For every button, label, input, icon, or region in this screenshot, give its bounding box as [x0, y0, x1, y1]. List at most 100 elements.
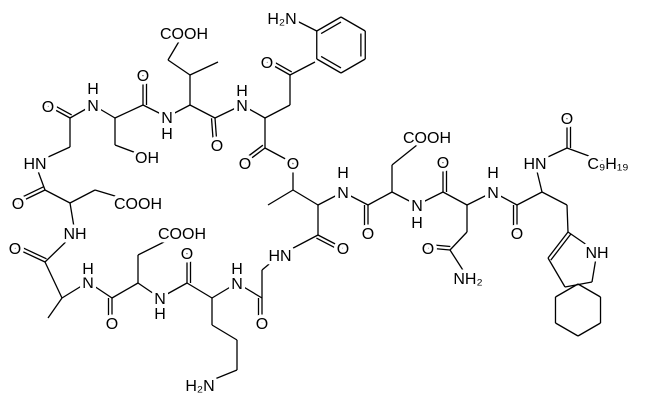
bond	[547, 257, 566, 288]
atom-label: H	[487, 165, 499, 182]
carbonyl-bond	[210, 118, 215, 146]
atom-label: N	[87, 98, 99, 115]
bond	[189, 61, 219, 76]
atom-label: H	[154, 306, 166, 323]
atom-label: HN	[23, 156, 46, 173]
bond	[211, 324, 238, 341]
bond	[137, 232, 183, 256]
atom-label: HN	[268, 248, 291, 265]
indole-bond	[550, 233, 572, 261]
benzene-bond	[316, 16, 342, 32]
atom-label: O	[261, 55, 273, 72]
bond	[541, 191, 568, 206]
indole-benzo-bond	[577, 283, 601, 298]
atom-label: HN	[523, 156, 546, 173]
benzene-inner-bond	[320, 21, 342, 35]
atom-label: O	[106, 316, 118, 333]
atom-label: COOH	[158, 226, 206, 243]
carbonyl-bond	[47, 105, 71, 119]
atom-label: N	[337, 185, 349, 202]
bond	[69, 104, 94, 119]
atom-label: H	[411, 215, 423, 232]
bond	[261, 254, 281, 271]
bond	[159, 282, 188, 299]
atom-label: OH	[135, 150, 159, 167]
bond	[566, 204, 569, 233]
carbonyl-bond	[428, 243, 451, 248]
indole-bond	[547, 231, 569, 259]
bond	[166, 104, 191, 118]
bond	[44, 189, 71, 204]
bond	[47, 297, 63, 319]
atom-label: NH	[585, 245, 608, 262]
atom-label: H₂N	[185, 378, 214, 395]
bond	[94, 189, 139, 204]
bond	[111, 282, 139, 299]
atom-label: H	[337, 165, 349, 182]
indole-benzo-bond	[577, 322, 601, 337]
atom-label: H	[231, 261, 243, 278]
bond	[416, 191, 444, 206]
atom-label: N	[411, 198, 423, 215]
bond	[34, 162, 46, 191]
carbonyl-bond	[14, 247, 46, 263]
carbonyl-bond	[266, 61, 291, 76]
atom-label: NH	[63, 226, 86, 243]
atom-label: H₂N	[267, 11, 296, 28]
bond	[211, 282, 238, 299]
indole-benzo-bond	[555, 322, 579, 337]
atom-label: O	[211, 138, 223, 155]
bond	[342, 191, 369, 206]
bond	[367, 191, 393, 206]
carbonyl-bond	[16, 244, 47, 260]
bond	[591, 251, 598, 283]
atom-label: O	[422, 241, 434, 258]
bond	[442, 191, 468, 206]
bond	[199, 369, 238, 386]
atom-label: N	[236, 98, 248, 115]
carbonyl-bond	[16, 186, 44, 201]
carbonyl-bond	[242, 144, 264, 161]
benzene-bond	[340, 58, 366, 74]
carbonyl-bond	[17, 189, 46, 204]
bond	[292, 189, 319, 206]
carbonyl-bond	[427, 247, 451, 251]
atom-label: O	[137, 68, 149, 85]
atom-label: O	[287, 156, 299, 173]
bond	[391, 191, 418, 206]
atom-label: H	[161, 126, 173, 143]
bond	[34, 146, 71, 164]
benzene-inner-bond	[320, 55, 342, 69]
bond	[391, 136, 428, 166]
atom-label: O	[337, 241, 349, 258]
atom-label: O	[239, 156, 251, 173]
atom-label: NH₂	[453, 271, 482, 288]
bond	[516, 191, 543, 206]
bond	[69, 202, 76, 234]
atom-label: H	[236, 83, 248, 100]
bond	[567, 231, 598, 253]
atom-label: O	[511, 226, 523, 243]
atom-label: O	[561, 111, 573, 128]
atom-label: COOH	[114, 196, 162, 213]
carbonyl-bond	[49, 102, 72, 116]
bond	[264, 104, 291, 119]
carbonyl-bond	[268, 58, 293, 73]
bond	[214, 104, 243, 119]
bond	[92, 104, 116, 119]
carbonyl-bond	[316, 237, 342, 252]
bond	[264, 147, 294, 164]
benzene-bond	[316, 58, 342, 74]
atom-label: C₉H₁₉	[587, 156, 628, 173]
bond	[289, 61, 316, 76]
atom-label: O	[437, 155, 449, 172]
atom-label: N	[154, 291, 166, 308]
atom-label: N	[231, 276, 243, 293]
bond	[241, 104, 266, 119]
atom-label: COOH	[160, 26, 208, 43]
bond	[87, 281, 113, 299]
bond	[69, 189, 96, 204]
bond	[566, 147, 609, 164]
